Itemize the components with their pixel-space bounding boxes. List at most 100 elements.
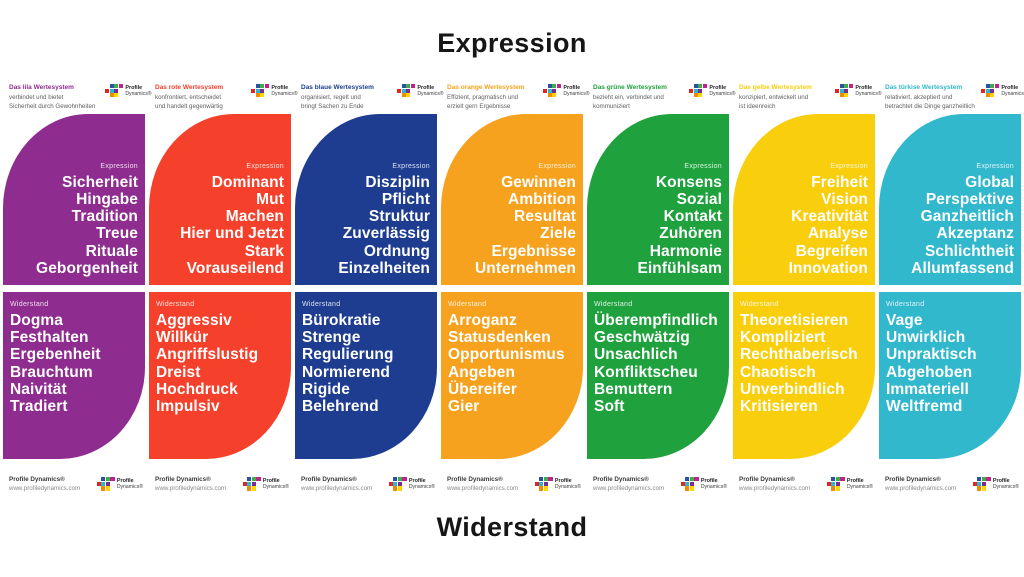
expression-word: Dominant (211, 173, 284, 191)
card-header: Das lila Wertesystem verbindet und biete… (3, 80, 152, 114)
expression-word: Kreativität (791, 208, 868, 226)
logo-text-line2: Dynamics® (116, 484, 143, 491)
widerstand-word: Festhalten (10, 329, 89, 347)
widerstand-word: Gier (448, 398, 480, 416)
card-footer: Profile Dynamics® www.profiledynamics.co… (733, 469, 875, 499)
profile-dynamics-logo-icon (96, 477, 115, 491)
logo-text-line2: Dynamics® (125, 91, 152, 98)
expression-word: Freiheit (811, 173, 868, 191)
expression-word: Ergebnisse (491, 242, 576, 260)
card-header-description: verbindet und bietet Sicherheit durch Ge… (9, 94, 96, 111)
footer-website-url: www.profiledynamics.com (447, 485, 519, 492)
expression-word: Sozial (676, 190, 722, 208)
card-header-title: Das türkise Wertesystem (885, 84, 963, 91)
expression-word: Ganzheitlich (920, 208, 1014, 226)
card-footer-text: Profile Dynamics® www.profiledynamics.co… (593, 476, 664, 492)
wertesystem-card: Das grüne Wertesystem bezieht ein, verbi… (587, 80, 736, 499)
expression-label: Expression (538, 162, 576, 170)
widerstand-label: Widerstand (448, 301, 487, 308)
card-header-description: organisiert, regelt und bringt Sachen zu… (301, 94, 364, 111)
profile-dynamics-logo-icon (826, 477, 845, 491)
expression-label: Expression (684, 162, 722, 170)
logo-text-line1: Profile (992, 477, 1010, 484)
widerstand-label: Widerstand (740, 301, 779, 308)
widerstand-word: Tradiert (10, 398, 68, 416)
profile-dynamics-logo-text: Profile Dynamics® (701, 478, 727, 491)
card-footer: Profile Dynamics® www.profiledynamics.co… (3, 469, 145, 499)
expression-word: Gewinnen (501, 173, 576, 191)
wertesystem-card: Das orange Wertesystem Effizient, pragma… (441, 80, 590, 499)
logo-text-line1: Profile (855, 84, 873, 91)
footer-brand-name: Profile Dynamics® (739, 476, 795, 483)
expression-word: Struktur (368, 208, 430, 226)
profile-dynamics-logo: Profile Dynamics® (981, 84, 1024, 98)
expression-word: Vorauseilend (186, 259, 284, 277)
logo-text-line2: Dynamics® (262, 484, 289, 491)
card-footer: Profile Dynamics® www.profiledynamics.co… (149, 469, 291, 499)
widerstand-word: Weltfremd (886, 398, 963, 416)
card-footer-text: Profile Dynamics® www.profiledynamics.co… (155, 476, 226, 492)
card-header: Das blaue Wertesystem organisiert, regel… (295, 80, 444, 114)
expression-word: Perspektive (925, 190, 1014, 208)
widerstand-word: Überempfindlich (594, 312, 718, 329)
footer-brand-name: Profile Dynamics® (155, 476, 211, 483)
widerstand-word: Normierend (302, 363, 390, 381)
profile-dynamics-logo-icon (534, 477, 553, 491)
profile-dynamics-logo-icon (388, 477, 407, 491)
expression-word: Mut (256, 190, 284, 208)
widerstand-word: Vage (886, 312, 923, 329)
expression-word: Konsens (655, 173, 722, 191)
widerstand-word: Arroganz (448, 312, 517, 329)
profile-dynamics-logo: Profile Dynamics® (680, 477, 727, 491)
profile-dynamics-logo-text: Profile Dynamics® (993, 478, 1019, 491)
card-header-description: Effizient, pragmatisch und erzielt gern … (447, 94, 519, 111)
card-footer-text: Profile Dynamics® www.profiledynamics.co… (885, 476, 956, 492)
card-header-text: Das türkise Wertesystem relativiert, akz… (885, 84, 981, 112)
card-header-text: Das orange Wertesystem Effizient, pragma… (447, 84, 543, 112)
expression-word: Geborgenheit (36, 259, 138, 277)
logo-text-line1: Profile (554, 477, 572, 484)
widerstand-label: Widerstand (594, 301, 633, 308)
widerstand-word: Brauchtum (10, 363, 93, 381)
expression-word: Vision (821, 190, 868, 208)
widerstand-label: Widerstand (156, 301, 195, 308)
profile-dynamics-logo-icon (543, 84, 562, 98)
footer-brand-name: Profile Dynamics® (885, 476, 941, 483)
logo-text-line1: Profile (116, 477, 134, 484)
expression-label: Expression (392, 162, 430, 170)
profile-dynamics-logo: Profile Dynamics® (397, 84, 444, 98)
widerstand-word: Ergebenheit (10, 346, 101, 364)
footer-website-url: www.profiledynamics.com (9, 485, 81, 492)
footer-brand-name: Profile Dynamics® (593, 476, 649, 483)
widerstand-word: Chaotisch (740, 363, 816, 381)
widerstand-word: Unpraktisch (886, 346, 977, 364)
logo-text-line1: Profile (700, 477, 718, 484)
widerstand-word: Bürokratie (302, 312, 381, 329)
card-header: Das grüne Wertesystem bezieht ein, verbi… (587, 80, 736, 114)
widerstand-word: Unwirklich (886, 329, 966, 347)
expression-label: Expression (100, 162, 138, 170)
widerstand-label: Widerstand (10, 301, 49, 308)
widerstand-word: Impulsiv (156, 398, 220, 416)
logo-text-line1: Profile (262, 477, 280, 484)
logo-text-line2: Dynamics® (709, 91, 736, 98)
card-header: Das rote Wertesystem konfrontiert, entsc… (149, 80, 298, 114)
logo-text-line2: Dynamics® (846, 484, 873, 491)
wertesystem-card: Das blaue Wertesystem organisiert, regel… (295, 80, 444, 499)
